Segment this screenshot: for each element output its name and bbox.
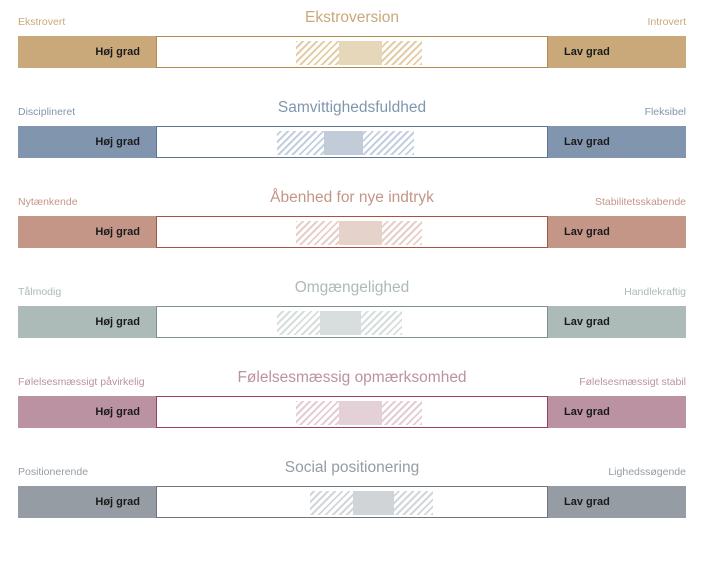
anchor-label-low: Lav grad (564, 316, 610, 328)
scale-band: Høj grad Lav grad (18, 216, 686, 248)
scale-track[interactable] (156, 396, 548, 428)
scale-band: Høj grad Lav grad (18, 36, 686, 68)
anchor-label-low: Lav grad (564, 406, 610, 418)
scale-band: Høj grad Lav grad (18, 306, 686, 338)
scale-band: Høj grad Lav grad (18, 126, 686, 158)
scale-track[interactable] (156, 36, 548, 68)
pole-label-left: Nytænkende (18, 196, 78, 208)
anchor-label-low: Lav grad (564, 496, 610, 508)
anchor-label-high: Høj grad (95, 46, 140, 58)
anchor-label-high: Høj grad (95, 496, 140, 508)
scale-row: Følelsesmæssigt påvirkelig Følelsesmæssig… (0, 368, 704, 458)
anchor-label-high: Høj grad (95, 406, 140, 418)
scale-row: Disciplineret Fleksibel Samvittighedsfuldh… (0, 98, 704, 188)
pole-label-right: Følelsesmæssigt stabil (579, 376, 686, 388)
scale-header: Følelsesmæssigt påvirkelig Følelsesmæssig… (0, 368, 704, 396)
scale-header: Disciplineret Fleksibel Samvittighedsfuldh… (0, 98, 704, 126)
score-core-range (339, 401, 383, 425)
pole-label-right: Handlekraftig (624, 286, 686, 298)
scale-title: Åbenhed for nye indtryk (270, 189, 434, 206)
scale-title: Social positionering (284, 459, 420, 476)
pole-label-left: Tålmodig (18, 286, 62, 298)
pole-label-left: Følelsesmæssigt påvirkelig (18, 376, 145, 388)
scale-row: Nytænkende Stabilitetsskabende Åbenhed for… (0, 188, 704, 278)
anchor-label-low: Lav grad (564, 226, 610, 238)
pole-label-left: Positionerende (18, 466, 89, 478)
scale-title: Følelsesmæssig opmærksomhed (237, 369, 467, 386)
pole-label-right: Lighedssøgende (608, 466, 686, 478)
scale-header: Positionerende Lighedssøgende Social posit… (0, 458, 704, 486)
score-core-range (339, 221, 383, 245)
anchor-label-high: Høj grad (95, 316, 140, 328)
anchor-label-low: Lav grad (564, 46, 610, 58)
pole-label-left: Disciplineret (18, 106, 76, 118)
pole-label-right: Stabilitetsskabende (594, 196, 686, 208)
pole-label-left: Ekstrovert (18, 16, 66, 28)
pole-label-right: Introvert (647, 16, 686, 28)
score-core-range (353, 491, 395, 515)
scale-title: Samvittighedsfuldhed (277, 99, 427, 116)
scale-track[interactable] (156, 486, 548, 518)
scale-track[interactable] (156, 306, 548, 338)
scale-band: Høj grad Lav grad (18, 486, 686, 518)
scale-band: Høj grad Lav grad (18, 396, 686, 428)
scale-row: Positionerende Lighedssøgende Social posit… (0, 458, 704, 548)
scale-track[interactable] (156, 126, 548, 158)
pole-label-right: Fleksibel (644, 106, 686, 118)
scale-header: Ekstrovert Introvert Ekstroversion (0, 8, 704, 36)
anchor-label-high: Høj grad (95, 136, 140, 148)
score-core-range (319, 311, 361, 335)
scale-track[interactable] (156, 216, 548, 248)
score-core-range (339, 41, 383, 65)
score-core-range (323, 131, 363, 155)
scale-header: Tålmodig Handlekraftig Omgængelighed (0, 278, 704, 306)
anchor-label-low: Lav grad (564, 136, 610, 148)
scale-title: Omgængelighed (294, 279, 410, 296)
scale-title: Ekstroversion (305, 9, 399, 26)
scale-header: Nytænkende Stabilitetsskabende Åbenhed for… (0, 188, 704, 216)
anchor-label-high: Høj grad (95, 226, 140, 238)
